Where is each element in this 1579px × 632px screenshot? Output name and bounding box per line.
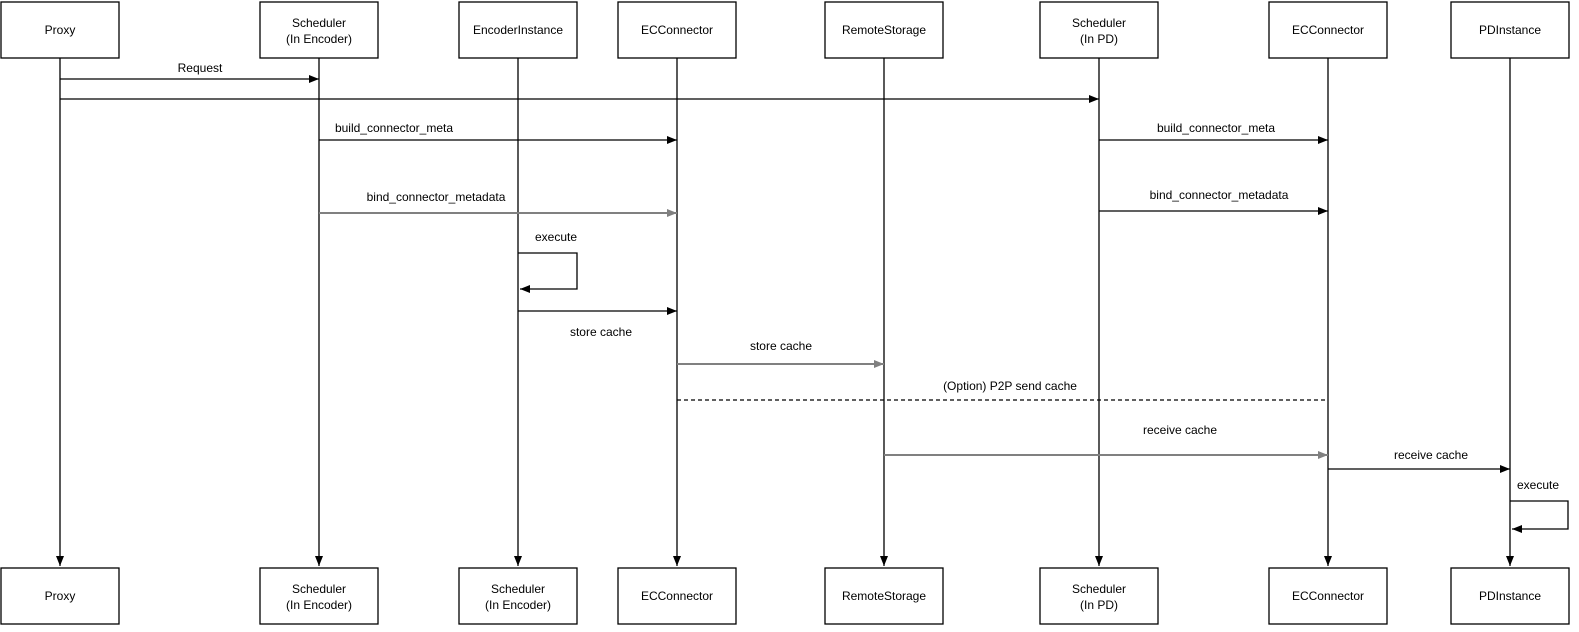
actor-box-proxy-bottom [0,567,120,625]
message-execute-pd: execute [1510,478,1569,533]
message-receive-cache-from-storage: receive cache [884,423,1328,459]
message-bind-connector-metadata-left: bind_connector_metadata [319,190,677,217]
actor-label-ecconnector-pd-top: ECConnector [1292,23,1364,37]
message-store-cache-to-ecconnector: store cache [518,307,677,339]
actor-box-encoder-instance-top [458,1,578,59]
message-label-request: Request [178,61,223,75]
message-bind-connector-metadata-right: bind_connector_metadata [1099,188,1328,215]
actor-label-scheduler-pd-bottom-line2: (In PD) [1080,598,1118,612]
lifeline-proxy: Proxy Proxy [0,1,120,625]
actor-label-ecconnector-pd-bottom: ECConnector [1292,589,1364,603]
message-label-execute-encoder: execute [535,230,577,244]
actor-label-pd-instance-top: PDInstance [1479,23,1541,37]
actor-label-scheduler-pd-top-line2: (In PD) [1080,32,1118,46]
lifeline-scheduler-encoder: Scheduler (In Encoder) Scheduler (In Enc… [259,1,379,625]
actor-box-encoder-instance-bottom [458,567,578,625]
actor-label-ecconnector-encoder-top: ECConnector [641,23,713,37]
message-label-receive-cache-from-storage: receive cache [1143,423,1217,437]
actor-box-ecconnector-pd-top [1268,1,1388,59]
actor-label-ecconnector-encoder-bottom: ECConnector [641,589,713,603]
message-label-build-connector-meta-left: build_connector_meta [335,121,453,135]
message-selfloop-execute-encoder [518,252,578,293]
message-build-connector-meta-left: build_connector_meta [319,121,677,144]
actor-box-scheduler-pd-top [1039,1,1159,59]
actor-label-encoder-instance-bottom-line2: (In Encoder) [485,598,551,612]
message-execute-encoder: execute [518,230,578,293]
lifeline-ecconnector-pd: ECConnector ECConnector [1268,1,1388,625]
actor-label-scheduler-encoder-bottom-line1: Scheduler [292,582,346,596]
lifeline-pd-instance: PDInstance PDInstance [1450,1,1570,625]
actor-label-encoder-instance-bottom-line1: Scheduler [491,582,545,596]
lifeline-ecconnector-encoder: ECConnector ECConnector [617,1,737,625]
actor-label-proxy-bottom: Proxy [45,589,76,603]
actor-label-remote-storage-top: RemoteStorage [842,23,926,37]
lifeline-encoder-instance: EncoderInstance Scheduler (In Encoder) [458,1,578,625]
actor-box-remote-storage-bottom [824,567,944,625]
actor-box-ecconnector-encoder-top [617,1,737,59]
actor-box-scheduler-encoder-top [259,1,379,59]
actor-box-scheduler-encoder-bottom [259,567,379,625]
actor-label-scheduler-encoder-top-line2: (In Encoder) [286,32,352,46]
actor-label-pd-instance-bottom: PDInstance [1479,589,1541,603]
actor-box-pd-instance-top [1450,1,1570,59]
actor-label-remote-storage-bottom: RemoteStorage [842,589,926,603]
message-selfloop-execute-pd [1510,500,1569,533]
actor-label-encoder-instance-top: EncoderInstance [473,23,563,37]
actor-box-remote-storage-top [824,1,944,59]
message-store-cache-to-remote-storage: store cache [677,339,884,368]
message-request: Request [60,61,319,83]
actor-label-scheduler-encoder-bottom-line2: (In Encoder) [286,598,352,612]
message-receive-cache-to-pd-instance: receive cache [1328,448,1510,473]
actor-label-proxy-top: Proxy [45,23,76,37]
message-label-build-connector-meta-right: build_connector_meta [1157,121,1275,135]
actor-box-scheduler-pd-bottom [1039,567,1159,625]
lifeline-remote-storage: RemoteStorage RemoteStorage [824,1,944,625]
message-label-store-cache-to-ecconnector: store cache [570,325,632,339]
message-label-receive-cache-to-pd-instance: receive cache [1394,448,1468,462]
message-label-execute-pd: execute [1517,478,1559,492]
message-label-store-cache-to-remote-storage: store cache [750,339,812,353]
message-build-connector-meta-right: build_connector_meta [1099,121,1328,144]
actor-label-scheduler-encoder-top-line1: Scheduler [292,16,346,30]
message-p2p-send-cache: (Option) P2P send cache [677,379,1328,401]
message-label-p2p-send-cache: (Option) P2P send cache [943,379,1077,393]
message-label-bind-connector-metadata-left: bind_connector_metadata [367,190,506,204]
actor-label-scheduler-pd-top-line1: Scheduler [1072,16,1126,30]
message-label-bind-connector-metadata-right: bind_connector_metadata [1150,188,1289,202]
actor-box-ecconnector-pd-bottom [1268,567,1388,625]
actor-box-proxy-top [0,1,120,59]
lifeline-scheduler-pd: Scheduler (In PD) Scheduler (In PD) [1039,1,1159,625]
actor-box-pd-instance-bottom [1450,567,1570,625]
actor-box-ecconnector-encoder-bottom [617,567,737,625]
actor-label-scheduler-pd-bottom-line1: Scheduler [1072,582,1126,596]
